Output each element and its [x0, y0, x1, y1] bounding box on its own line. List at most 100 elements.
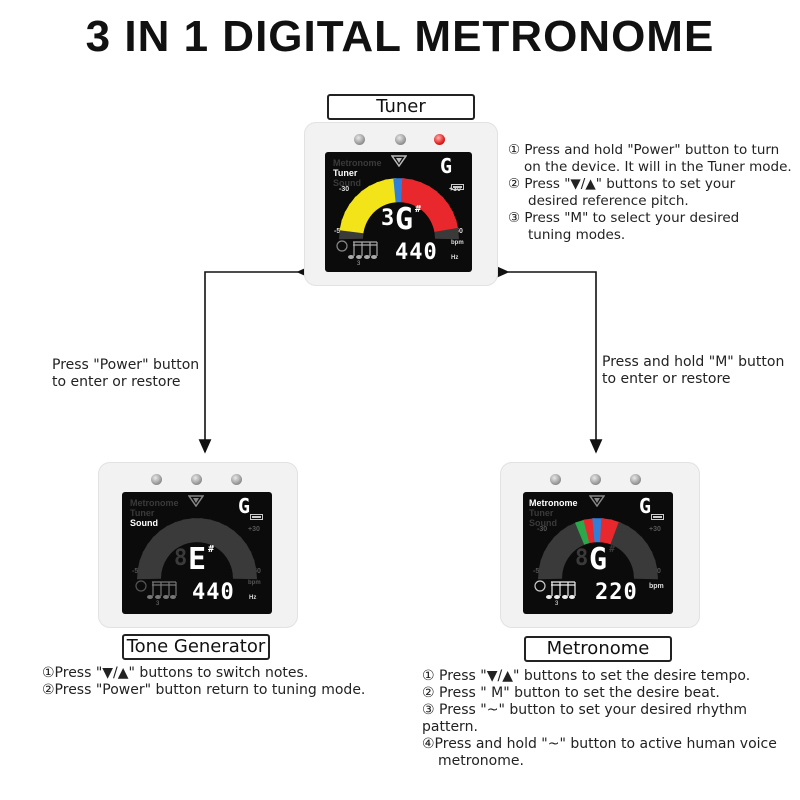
metronome-instructions: ① Press "▼/▲" buttons to set the desire …: [422, 668, 777, 769]
arc-segment: [232, 567, 257, 580]
led-2: [191, 474, 202, 485]
sharp-sign: #: [208, 544, 215, 555]
arc-segment: [158, 525, 180, 551]
battery-icon: [250, 514, 263, 520]
led-1: [550, 474, 561, 485]
arc-segment: [610, 521, 629, 548]
mode-list: Metronome Tuner Sound: [529, 498, 578, 528]
arc-segment: [368, 181, 387, 208]
scale-left: -30: [537, 526, 548, 533]
arrow-tuner-to-metronome: [495, 265, 603, 454]
unit-label: Hz: [451, 255, 459, 261]
tone-generator-device: Metronome Tuner Sound G -50 +50 +30 8 E …: [98, 462, 298, 628]
rhythm-icon: 3: [336, 240, 378, 266]
arc-segment: [182, 518, 195, 544]
metronome-label: Metronome: [524, 636, 672, 662]
arc-segment: [218, 530, 242, 554]
tuning-arc: [137, 518, 257, 580]
metronome-screen: Metronome Tuner Sound G -30 +30 -50 +50 …: [523, 492, 673, 614]
led-1: [354, 134, 365, 145]
unit-label: Hz: [249, 595, 257, 601]
scale-right: +30: [248, 526, 260, 533]
tuner-instructions: ① Press and hold "Power" button to turn …: [508, 142, 792, 243]
pointer-icon: [589, 495, 605, 507]
sharp-sign: #: [415, 204, 422, 215]
arc-segment: [583, 518, 596, 544]
tone-generator-instructions: ①Press "▼/▲" buttons to switch notes. ②P…: [42, 665, 366, 698]
reading-digits: 440: [395, 240, 438, 265]
arc-segment: [553, 530, 577, 554]
tuner-screen: Metronome Tuner Sound G -30 +30 -50 +50 …: [325, 152, 472, 272]
pointer-icon: [391, 155, 407, 167]
arc-segment: [229, 550, 255, 569]
tuning-arc: [538, 518, 658, 580]
metronome-note: G: [589, 542, 608, 577]
arc-segment: [214, 525, 236, 551]
scale-left-low: -50: [533, 568, 544, 575]
bpm-label: bpm: [451, 240, 464, 246]
arc-segment: [605, 519, 621, 545]
unit-label: bpm: [649, 583, 664, 590]
arc-segment: [142, 543, 168, 563]
tempo-digits: 220: [595, 580, 638, 605]
arc-segment: [222, 536, 248, 559]
tuner-label: Tuner: [327, 94, 475, 120]
led-3: [231, 474, 242, 485]
mode-tuner: Tuner: [529, 508, 554, 518]
arc-segment: [416, 185, 438, 211]
arc-segment: [424, 196, 450, 219]
corner-note: G: [639, 494, 652, 518]
arc-segment: [354, 190, 378, 214]
mode-metronome: Metronome: [333, 158, 382, 168]
scale-left: -30: [339, 186, 350, 193]
metronome-device: Metronome Tuner Sound G -30 +30 -50 +50 …: [500, 462, 700, 628]
arc-segment: [360, 185, 382, 211]
battery-icon: [651, 514, 664, 520]
rhythm-icon: 3: [135, 580, 177, 606]
mode-tuner: Tuner: [130, 508, 155, 518]
arc-segment: [152, 530, 176, 554]
sharp-sign: #: [609, 544, 616, 555]
mode-sound: Sound: [529, 518, 557, 528]
detected-note: G: [395, 202, 414, 237]
arc-segment: [431, 210, 457, 229]
arc-segment: [209, 521, 228, 548]
bpm-label: bpm: [248, 580, 261, 586]
arc-segment: [428, 203, 454, 223]
arrow-tuner-to-tone-generator: [198, 265, 311, 454]
reading-digits: 440: [192, 580, 235, 605]
mode-sound: Sound: [130, 518, 158, 528]
svg-text:3: 3: [357, 261, 361, 266]
battery-icon: [451, 184, 464, 190]
led-3: [630, 474, 641, 485]
arc-segment: [559, 525, 581, 551]
mode-list: Metronome Tuner Sound: [333, 158, 382, 188]
arc-segment: [547, 536, 573, 559]
arc-segment: [627, 543, 653, 563]
arc-segment: [543, 543, 569, 563]
scale-left-low: -50: [132, 568, 143, 575]
arc-segment: [344, 203, 370, 223]
transition-text-tone-generator: Press "Power" button to enter or restore: [52, 357, 200, 390]
arc-segment: [619, 530, 643, 554]
scale-left-low: -50: [334, 228, 345, 235]
arc-segment: [420, 190, 444, 214]
led-2: [395, 134, 406, 145]
arc-segment: [567, 521, 586, 548]
scale-right: +30: [649, 526, 661, 533]
arc-segment: [166, 521, 185, 548]
mode-metronome: Metronome: [529, 498, 578, 508]
led-red: [434, 134, 445, 145]
arc-segment: [406, 179, 422, 205]
octave-digit: 3: [381, 206, 395, 231]
tuner-device: Metronome Tuner Sound G -30 +30 -50 +50 …: [304, 122, 498, 286]
octave-digit: 8: [174, 546, 188, 571]
arc-segment: [615, 525, 637, 551]
arc-segment: [633, 567, 658, 580]
tone-generator-label: Tone Generator: [122, 634, 270, 660]
arc-segment: [204, 519, 220, 545]
led-1: [151, 474, 162, 485]
arc-segment: [630, 550, 656, 569]
corner-note: G: [238, 494, 251, 518]
